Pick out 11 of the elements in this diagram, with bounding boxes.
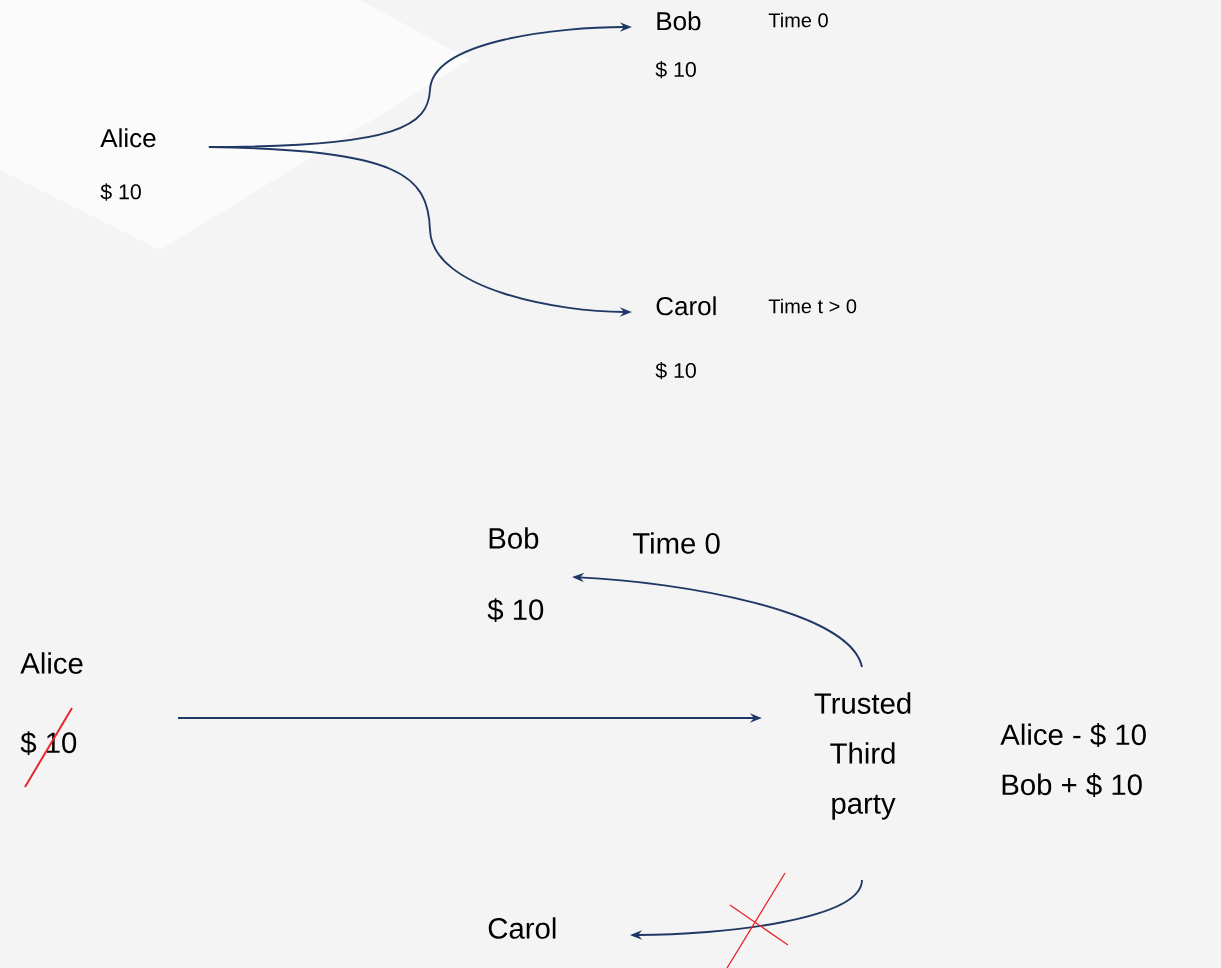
party-label: Bob $ 10 xyxy=(487,527,544,622)
note-text: Alice - $ 10 xyxy=(1000,723,1146,747)
note-text: Bob + $ 10 xyxy=(1002,773,1142,797)
party-label: Bob $ 10 xyxy=(655,11,701,79)
party-label: Carol $ 10 xyxy=(655,296,716,380)
party-label: Alice $ 10 xyxy=(100,128,156,201)
party-label: Trusted Third party xyxy=(814,692,911,820)
note-text: Time 0 xyxy=(632,532,720,554)
note-text: Time t > 0 xyxy=(768,298,857,314)
note-text: Time 0 xyxy=(768,12,828,28)
party-label: Carol xyxy=(488,917,556,939)
